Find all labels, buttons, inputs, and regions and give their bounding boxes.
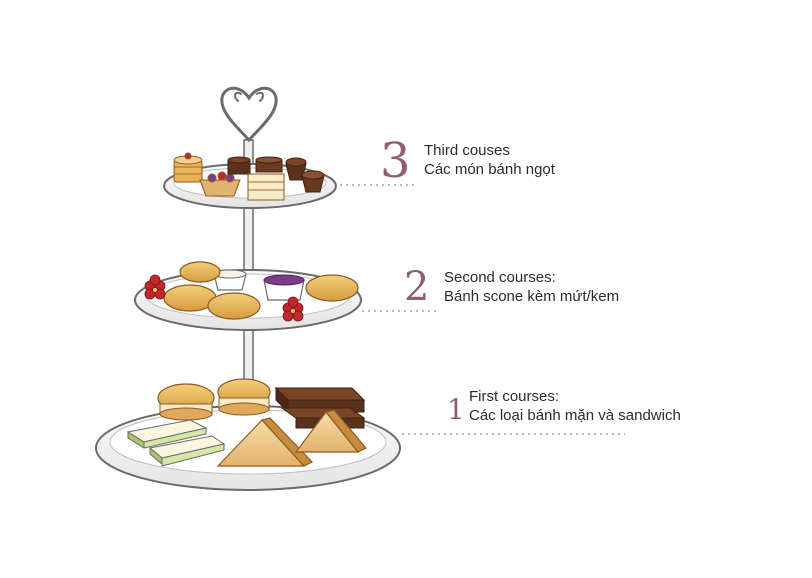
sandwich-roll [217,378,271,416]
jam-pot [263,274,305,301]
tier-number: 3 [380,133,411,189]
cream-pot [213,269,247,291]
cake-slice [247,173,285,201]
scone [163,261,359,320]
tier-subtitle: Các loại bánh mặn và sandwich [469,407,681,424]
tier-title: First courses: [469,388,560,405]
sandwich-roll [157,383,215,421]
flower-icon [144,274,166,300]
top-tier [163,152,337,209]
tier-subtitle: Bánh scone kèm mứt/kem [444,288,620,305]
tier-label-3: 3 Third couses Các món bánh ngọt [380,136,555,186]
middle-tier [134,261,362,331]
chocolate-cup [285,157,325,193]
layer-cake [173,152,203,183]
tier-subtitle: Các món bánh ngọt [424,161,555,178]
tier-number: 1 [447,393,465,426]
tier-number: 2 [404,264,430,310]
tier-title: Second courses: [444,269,556,286]
heart-handle-icon [220,86,278,143]
fruit-tart [199,171,241,197]
tier-title: Third couses [424,142,510,159]
tier-label-1: 1 First courses: Các loại bánh mặn và sa… [447,387,681,425]
flower-icon [282,296,304,322]
dotted-leader-lines [340,184,625,435]
finger-sandwich [126,419,226,467]
bottom-tier [95,378,401,491]
chocolate-cake [227,156,283,175]
triangle-sandwich [216,409,367,467]
tier-label-2: 2 Second courses: Bánh scone kèm mứt/kem [404,266,620,308]
